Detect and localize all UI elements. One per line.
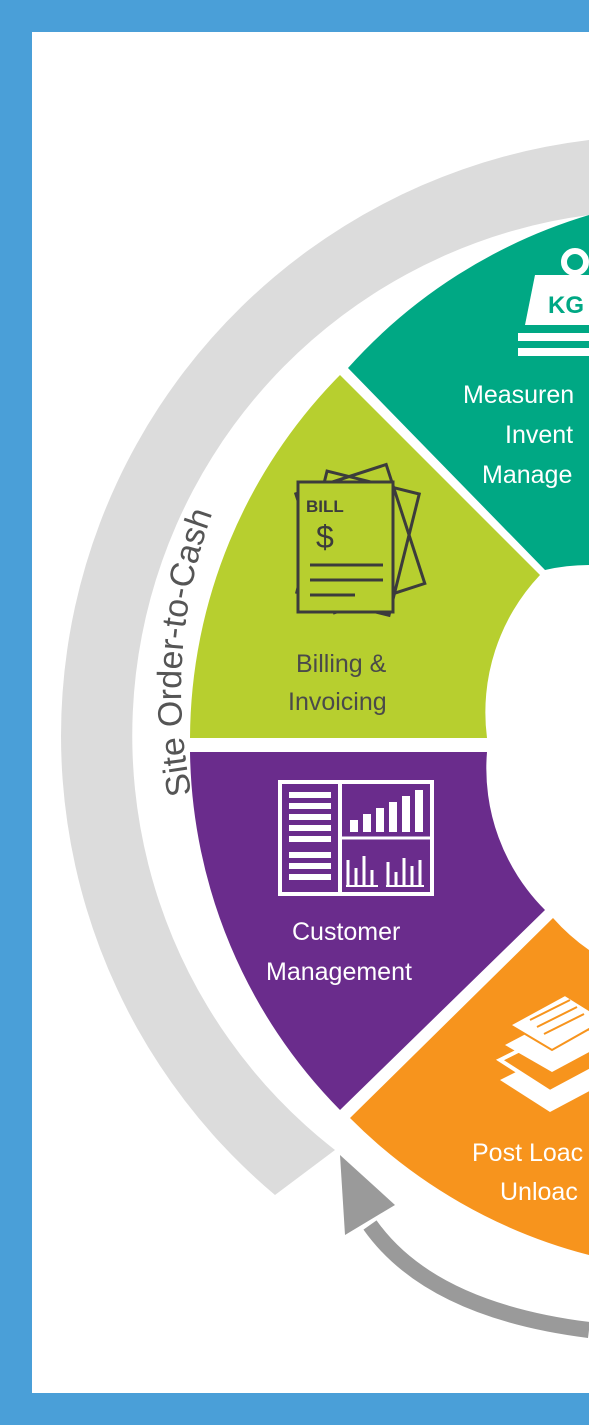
post-load-label-2: Unloac [500,1178,578,1206]
scale-kg-label: KG [548,292,584,319]
bill-icon-dollar: $ [316,519,334,555]
billing-label-2: Invoicing [288,688,387,716]
segment-post-load [350,918,589,1255]
customer-label-2: Management [266,958,412,986]
bill-icon [293,462,427,618]
scale-kg-icon: KG [518,248,589,356]
measurement-label-3: Manage [482,461,572,489]
customer-label-1: Customer [292,918,400,946]
measurement-label-2: Invent [505,421,573,449]
dashboard-icon [278,780,434,896]
cycle-arrow [363,1220,589,1338]
cycle-arrow-head [340,1155,395,1235]
billing-label-1: Billing & [296,650,387,678]
segment-measurement [348,215,589,570]
post-load-label-1: Post Loac [472,1139,583,1167]
bill-icon-title: BILL [306,497,344,516]
outer-ring [61,140,589,1195]
stacked-documents-icon [495,993,589,1112]
measurement-label-1: Measuren [463,381,574,409]
